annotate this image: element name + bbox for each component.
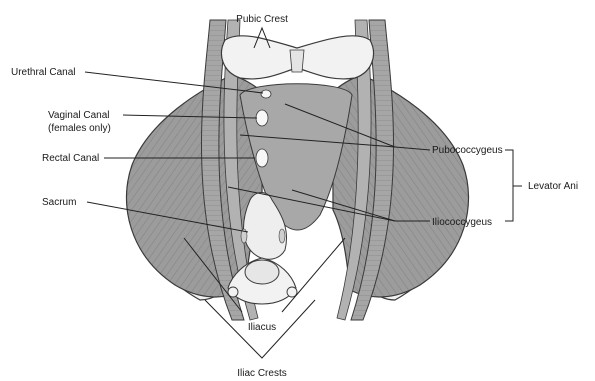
label-levator-ani: Levator Ani	[528, 181, 578, 192]
label-iliococcygeus: Iliococcygeus	[432, 217, 492, 228]
vaginal-canal-opening	[256, 110, 268, 126]
urethral-canal-opening	[261, 90, 271, 98]
label-pubococcygeus: Pubococcygeus	[432, 145, 503, 156]
pubic-symphysis	[290, 50, 304, 72]
label-pubic-crest: Pubic Crest	[236, 14, 288, 25]
label-iliacus: Iliacus	[248, 322, 276, 333]
sacrum-hole-right	[279, 229, 285, 243]
label-sacrum: Sacrum	[42, 197, 76, 208]
rectal-canal-opening	[256, 149, 268, 167]
label-vaginal-canal-note: (females only)	[48, 123, 111, 134]
sacral-base-body	[245, 260, 279, 284]
label-vaginal-canal: Vaginal Canal	[48, 110, 110, 121]
label-iliac-crests: Iliac Crests	[237, 368, 286, 379]
levator-bracket	[505, 150, 522, 221]
label-urethral-canal: Urethral Canal	[11, 67, 75, 78]
label-rectal-canal: Rectal Canal	[42, 153, 99, 164]
